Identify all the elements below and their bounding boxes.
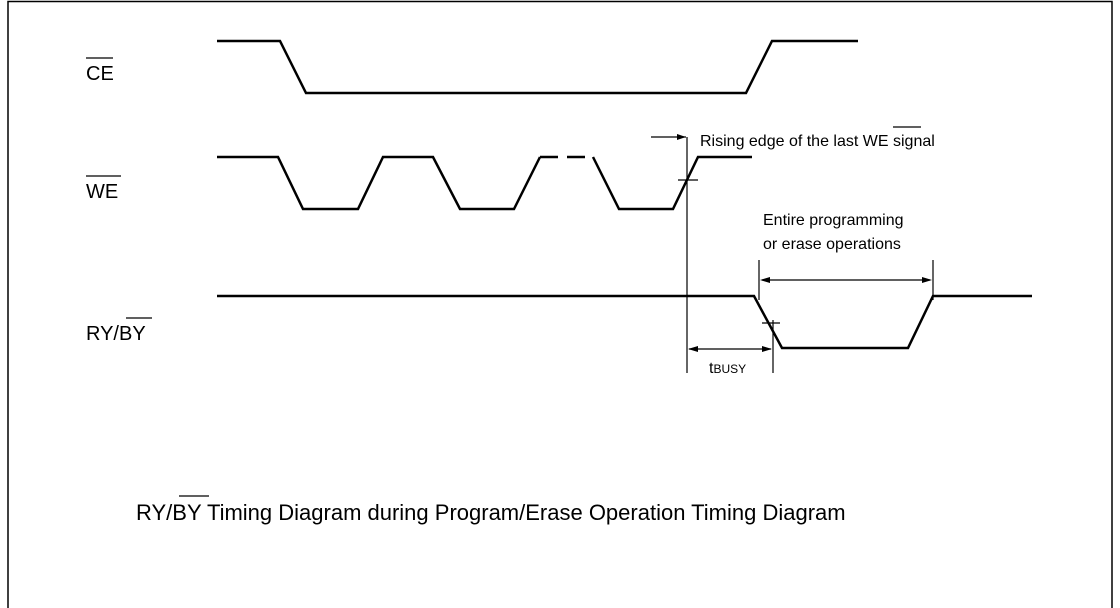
- caption-ry: RY/: [136, 500, 173, 525]
- diagram-border: [7, 0, 1113, 608]
- by-text: BY: [119, 323, 146, 345]
- ce-signal-label: CE: [86, 63, 114, 85]
- ry-text: RY/: [86, 323, 119, 345]
- rising-edge-arrowhead: [677, 134, 686, 140]
- caption-rest: Timing Diagram during Program/Erase Oper…: [201, 500, 845, 525]
- operations-annotation-line2: or erase operations: [763, 236, 901, 253]
- operations-arrow-left: [760, 277, 770, 283]
- tbusy-arrow-right: [762, 346, 772, 352]
- diagram-caption: RY/BY Timing Diagram during Program/Eras…: [136, 500, 846, 525]
- operations-arrow-right: [922, 277, 932, 283]
- rising-edge-we: WE: [863, 133, 889, 150]
- rising-edge-annotation: Rising edge of the last WE signal: [700, 133, 935, 150]
- tbusy-label: tBUSY: [709, 360, 746, 377]
- tbusy-arrow-left: [688, 346, 698, 352]
- tbusy-t: t: [709, 360, 714, 377]
- operations-annotation-line1: Entire programming: [763, 212, 904, 229]
- tbusy-subscript: BUSY: [713, 362, 746, 376]
- ry-by-waveform: [217, 294, 1032, 350]
- rising-edge-prefix: Rising edge of the last: [700, 133, 863, 150]
- rising-edge-suffix: signal: [889, 133, 935, 150]
- we-waveform-part1: [217, 155, 542, 211]
- ry-by-signal-label: RY/BY: [86, 323, 146, 345]
- we-signal-label: WE: [86, 181, 118, 203]
- caption-by: BY: [172, 500, 202, 525]
- ce-waveform: [217, 39, 858, 95]
- we-waveform-part2: [591, 155, 752, 211]
